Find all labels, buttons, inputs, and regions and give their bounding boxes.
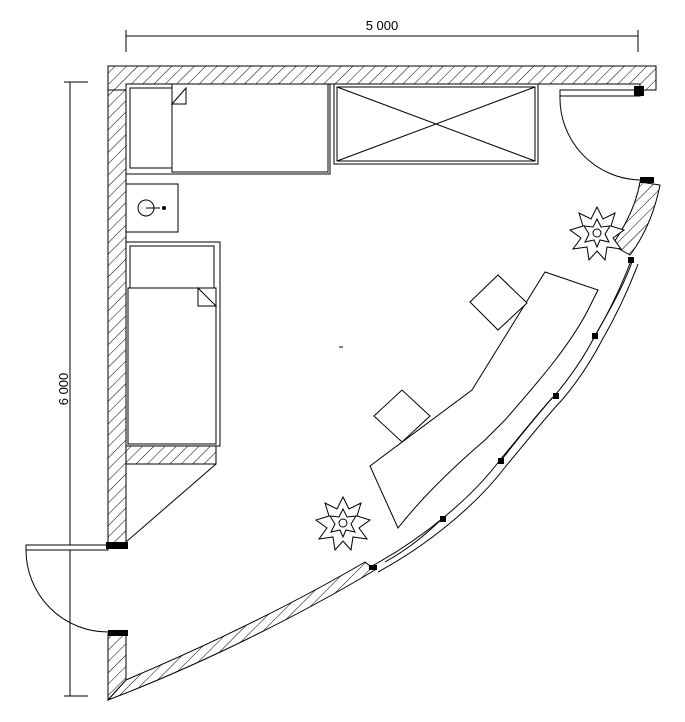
window-mullion xyxy=(628,257,634,263)
walls xyxy=(107,65,661,702)
width-dimension-label: 5 000 xyxy=(366,18,399,33)
window-mullion xyxy=(592,333,598,339)
curved-windows xyxy=(369,257,639,573)
curved-wall-lower xyxy=(107,561,376,701)
desk xyxy=(369,271,599,529)
window-mullion xyxy=(440,516,446,522)
chair-upper xyxy=(469,274,528,331)
curved-wall-upper xyxy=(611,181,661,256)
window-mullion xyxy=(498,458,504,464)
wardrobe xyxy=(333,83,539,165)
left-wall-upper xyxy=(107,89,127,546)
chair-lower xyxy=(373,389,431,443)
upper-bed xyxy=(125,83,331,175)
window-mullion xyxy=(553,393,559,399)
angled-partition xyxy=(125,463,217,543)
lower-bed xyxy=(125,241,221,447)
potted-plant-icon xyxy=(315,496,371,551)
partition-wall xyxy=(125,445,217,465)
window-mullion xyxy=(369,565,377,570)
height-dimension: 6 000 xyxy=(56,81,88,697)
height-dimension-label: 6 000 xyxy=(56,373,71,406)
sink xyxy=(125,183,179,233)
door-top-right[interactable] xyxy=(559,86,654,183)
door-left[interactable] xyxy=(25,542,128,636)
width-dimension: 5 000 xyxy=(125,18,639,52)
potted-plant-icon xyxy=(569,206,625,261)
